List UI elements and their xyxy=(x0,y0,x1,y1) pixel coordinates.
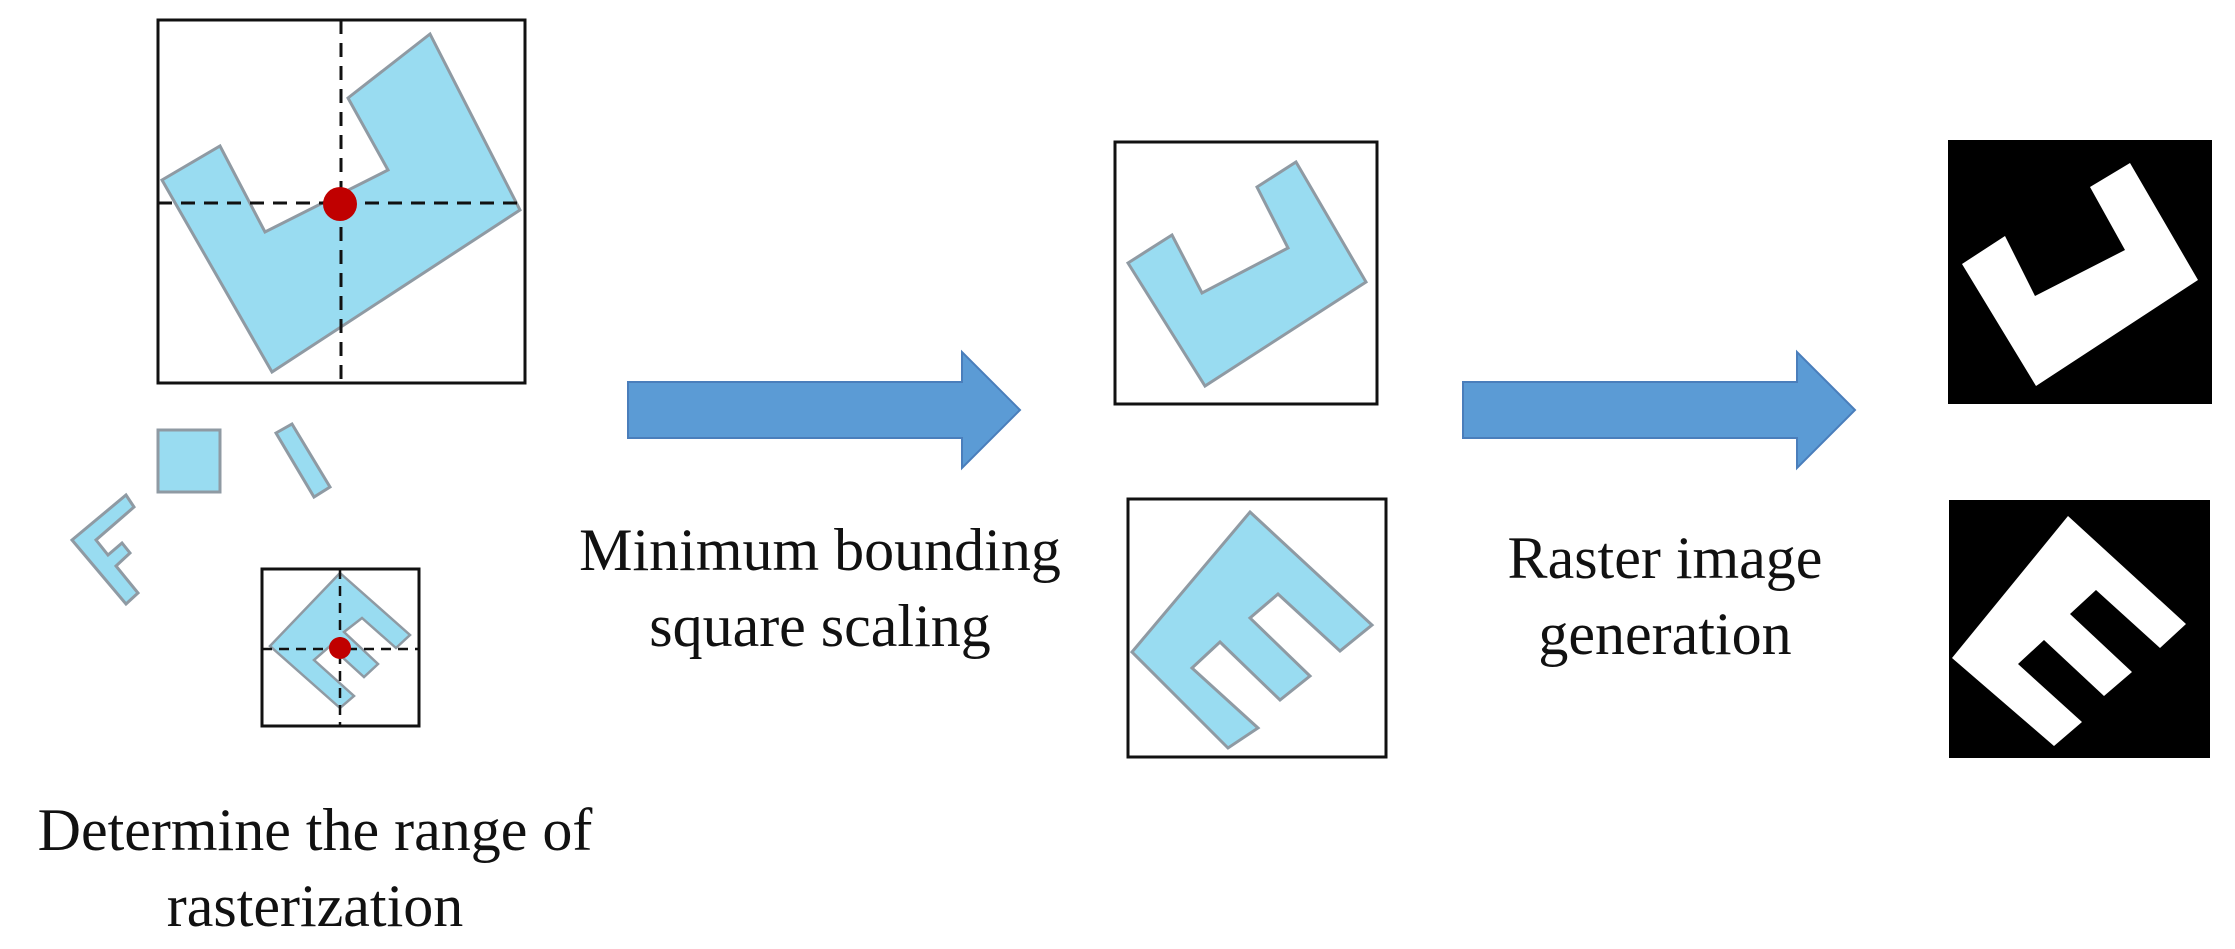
scaled-frame-bottom xyxy=(1126,497,1388,759)
l-shape-scaled xyxy=(1125,159,1369,389)
stage-determine-range xyxy=(69,18,527,728)
stage-raster-generation xyxy=(1948,140,2212,758)
caption-line: Determine the range of xyxy=(37,797,593,863)
caption-line: square scaling xyxy=(649,593,991,659)
caption-line: rasterization xyxy=(166,873,464,939)
small-square-shape xyxy=(156,428,222,494)
caption-bounding-square-scaling: Minimum bounding square scaling xyxy=(520,512,1120,664)
caption-line: generation xyxy=(1538,601,1792,667)
center-point-small xyxy=(329,637,351,659)
stage-bounding-square-scaling xyxy=(1113,140,1388,759)
right-arrow-icon xyxy=(1462,349,1857,471)
small-f-shape xyxy=(69,492,141,607)
right-arrow-icon xyxy=(627,349,1022,471)
l-shape-raster xyxy=(1962,163,2198,386)
caption-raster-generation: Raster image generation xyxy=(1440,520,1890,672)
scaled-frame-top xyxy=(1113,140,1379,406)
center-point-large xyxy=(323,187,357,221)
small-bar-shape xyxy=(273,421,333,500)
e-shape-scaled xyxy=(1129,509,1375,750)
caption-line: Raster image xyxy=(1507,525,1823,591)
e-shape-raster xyxy=(1952,516,2186,746)
caption-determine-range: Determine the range of rasterization xyxy=(0,792,630,944)
caption-line: Minimum bounding xyxy=(579,517,1061,583)
